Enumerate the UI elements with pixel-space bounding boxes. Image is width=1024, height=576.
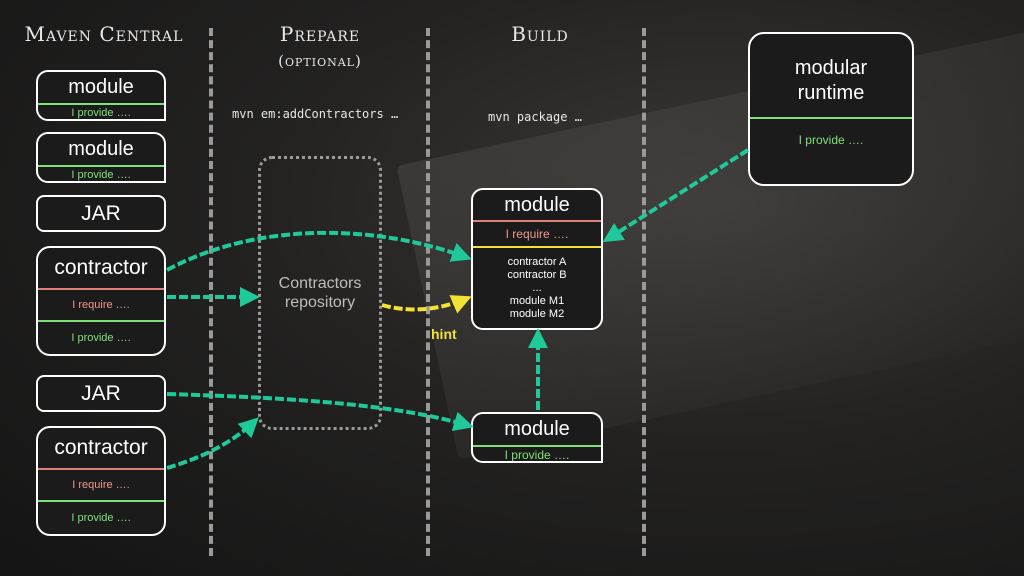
resolved-list: contractor A contractor B ... module M1 … [473,246,601,321]
contractor-title: contractor [54,436,148,459]
header-build: Build [511,22,569,46]
arrow-repository-hint [381,295,472,314]
arrow-contractor2-to-repository [166,417,259,470]
repository-label-line1: Contractors [278,275,362,292]
provide-section: I provide …. [38,320,164,354]
module-title: module [68,138,134,160]
build-module-box: module I require …. contractor A contrac… [471,188,603,330]
lower-module-box: module I provide …. [471,412,603,463]
runtime-title-line2: runtime [797,82,865,104]
prepare-command: mvn em:addContractors … [232,107,399,121]
jar-title: JAR [81,202,121,225]
provide-section: I provide …. [750,117,912,161]
jar-box-2: JAR [36,375,166,412]
divider-3 [642,28,646,556]
arrow-runtime-to-build-module [602,148,750,243]
require-section: I require …. [38,468,164,500]
provide-section: I provide …. [38,500,164,534]
resolved-item: ... [532,282,542,294]
require-section: I require …. [38,288,164,320]
provide-section: I provide …. [38,165,164,181]
divider-2 [426,28,430,556]
header-prepare-optional: (optional) [278,52,362,70]
module-title: module [504,418,570,440]
resolved-item: module M1 [509,295,565,307]
contractor-box-2: contractor I require …. I provide …. [36,426,166,536]
build-command: mvn package … [488,110,582,124]
repository-label-line2: repository [284,294,356,311]
jar-box-1: JAR [36,195,166,232]
module-box-1: module I provide …. [36,70,166,121]
require-section: I require …. [473,220,601,246]
modular-runtime-box: modular runtime I provide …. [748,32,914,186]
resolved-item: contractor B [507,269,567,281]
header-maven-central: Maven Central [24,22,184,46]
jar-title: JAR [81,382,121,405]
resolved-item: contractor A [507,256,567,268]
header-prepare: Prepare [279,22,361,46]
hint-label: hint [431,326,457,342]
contractor-box-1: contractor I require …. I provide …. [36,246,166,356]
module-title: module [504,194,570,216]
provide-section: I provide …. [38,103,164,119]
module-box-2: module I provide …. [36,132,166,183]
runtime-title-line1: modular [794,57,868,79]
runtime-title: modular runtime [750,34,912,117]
contractor-title: contractor [54,256,148,279]
arrow-contractor1-to-build-module [166,230,472,272]
divider-1 [209,28,213,556]
resolved-item: module M2 [509,308,565,320]
arrow-jar2-to-lower-module [166,392,474,431]
provide-section: I provide …. [473,445,601,461]
module-title: module [68,76,134,98]
